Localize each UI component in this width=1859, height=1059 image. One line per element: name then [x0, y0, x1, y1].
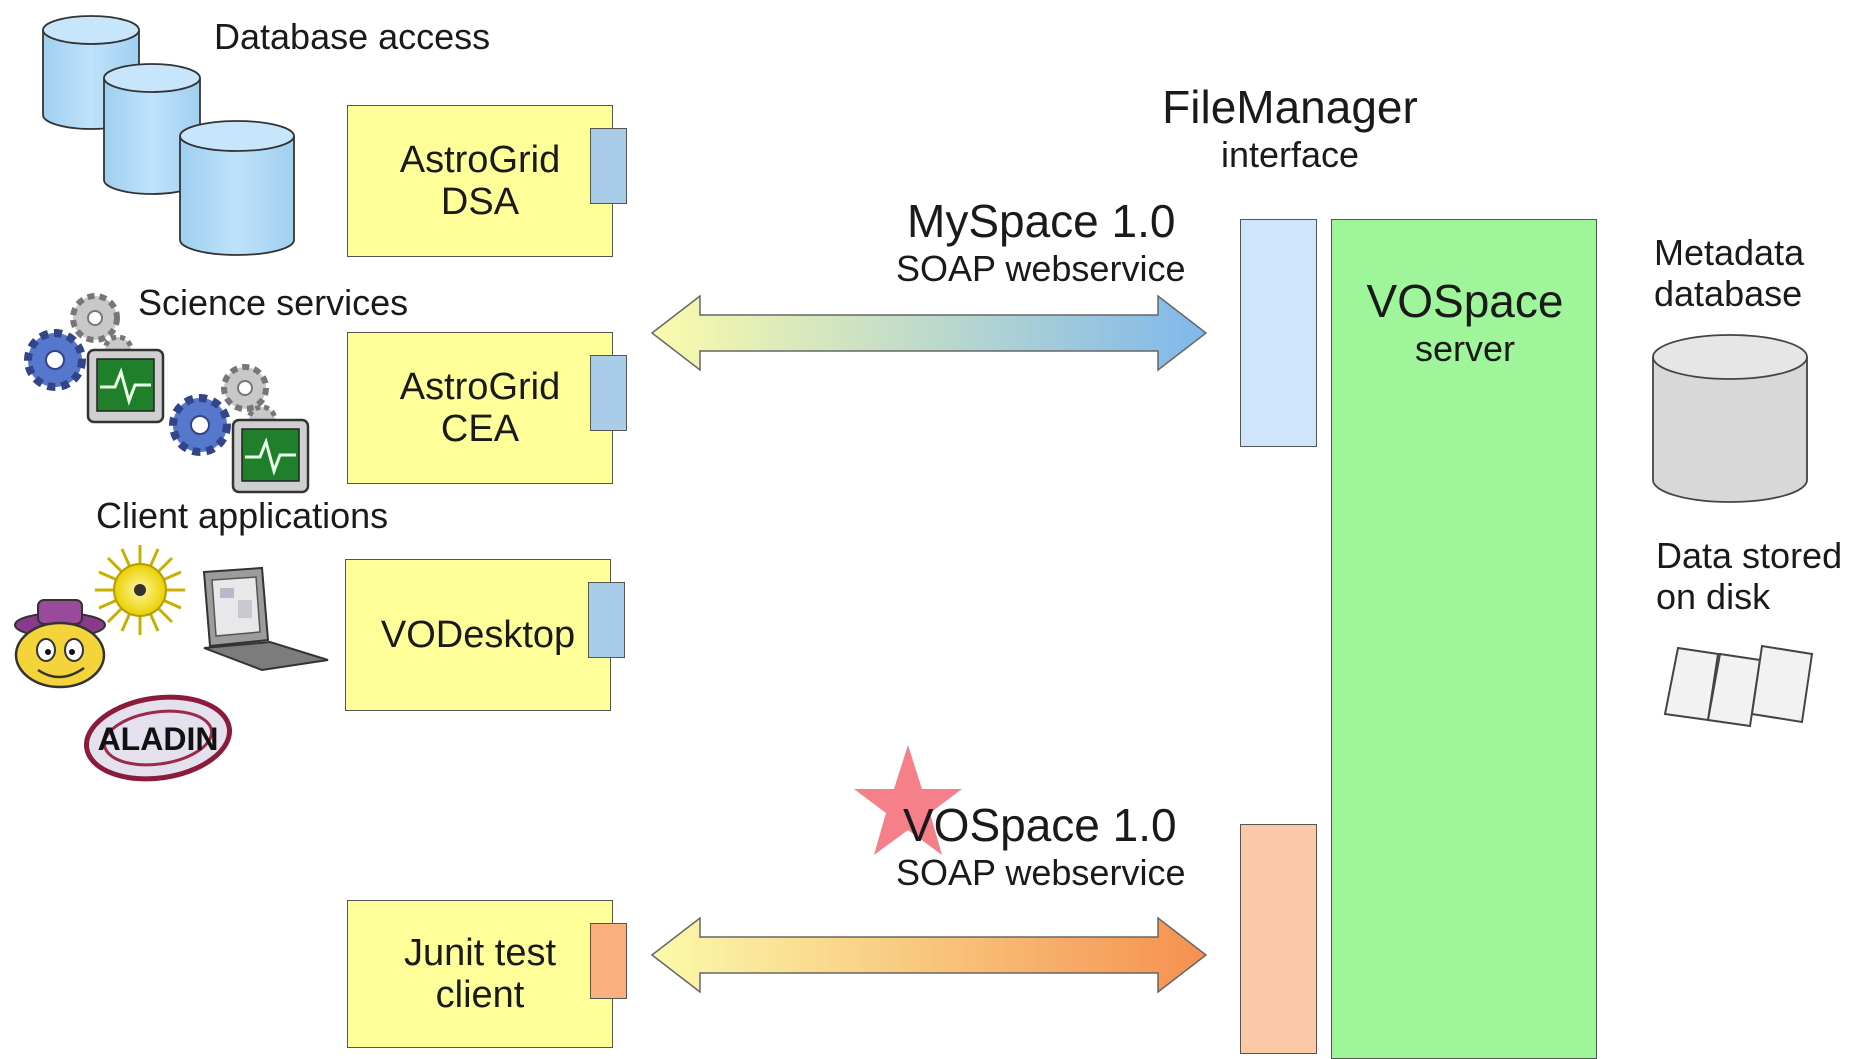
vodesktop-port — [588, 582, 625, 658]
vospace-server: VOSpace server — [1331, 219, 1597, 1059]
box-label-line2: CEA — [440, 408, 520, 450]
star-icon — [854, 745, 962, 855]
box-label-line1: AstroGrid — [399, 139, 561, 181]
aladin-logo-text: ALADIN — [98, 721, 219, 757]
aladin-logo-icon: ALADIN — [83, 694, 233, 782]
database-cylinder-icon — [179, 120, 295, 256]
metadata-label-line2: database — [1654, 273, 1803, 314]
client-applications-label: Client applications — [96, 495, 389, 536]
myspace-subtitle: SOAP webservice — [896, 248, 1186, 289]
dsa-port — [590, 128, 627, 204]
document-stack-icon — [1663, 644, 1814, 728]
database-cylinder-icon — [103, 63, 201, 195]
junit-test-client-box: Junit test client — [347, 900, 613, 1048]
filemanager-subtitle: interface — [1220, 134, 1360, 175]
science-services-label: Science services — [138, 282, 409, 323]
vospace-interface-subtitle: SOAP webservice — [896, 852, 1186, 893]
disk-label-line1: Data stored — [1656, 535, 1843, 576]
astrogrid-cea-box: AstroGrid CEA — [347, 332, 613, 484]
vospace-interface-port — [1240, 824, 1317, 1054]
metadata-label-line1: Metadata — [1654, 232, 1805, 273]
cea-port — [590, 355, 627, 431]
gears-monitor-icon — [169, 364, 310, 494]
astrogrid-dsa-box: AstroGrid DSA — [347, 105, 613, 257]
server-title: VOSpace — [1366, 275, 1564, 327]
database-cylinder-icon — [1652, 334, 1808, 503]
box-label-line2: DSA — [440, 181, 520, 223]
database-access-label: Database access — [214, 16, 491, 57]
server-subtitle: server — [1414, 328, 1516, 369]
sun-icon — [95, 545, 185, 635]
box-label-line1: AstroGrid — [399, 366, 561, 408]
filemanager-title: FileManager — [1162, 81, 1418, 133]
box-label: VODesktop — [380, 614, 576, 656]
filemanager-interface-port — [1240, 219, 1317, 447]
cat-mascot-icon — [14, 599, 106, 689]
myspace-arrow — [650, 294, 1208, 372]
box-label-line2: client — [435, 974, 525, 1016]
vodesktop-box: VODesktop — [345, 559, 611, 711]
laptop-icon — [202, 566, 329, 672]
disk-label-line2: on disk — [1656, 576, 1771, 617]
box-label-line1: Junit test — [403, 932, 557, 974]
myspace-title: MySpace 1.0 — [907, 195, 1176, 247]
gears-monitor-icon — [24, 293, 165, 424]
vospace-interface-title: VOSpace 1.0 — [903, 799, 1177, 851]
junit-port — [590, 923, 627, 999]
vospace-arrow — [650, 916, 1208, 994]
